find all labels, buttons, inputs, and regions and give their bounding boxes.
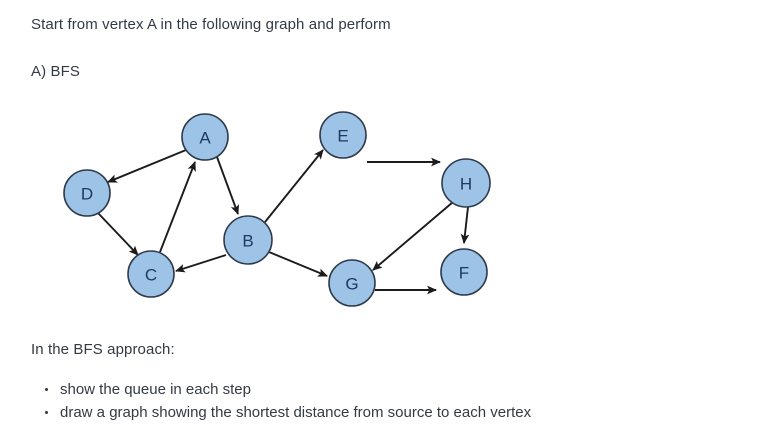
graph-node-C[interactable]: C: [127, 250, 175, 298]
node-circle-A[interactable]: [181, 113, 229, 161]
task-bullet-list: show the queue in each step draw a graph…: [31, 378, 531, 424]
node-circle-H[interactable]: [441, 158, 491, 208]
list-item: draw a graph showing the shortest distan…: [44, 401, 531, 424]
edge-A-to-D: [107, 149, 187, 183]
edge-B-to-C: [175, 254, 227, 273]
edge-D-to-C: [97, 212, 139, 256]
edge-H-to-G: [372, 201, 454, 271]
node-label-E: E: [337, 127, 348, 146]
graph-node-F[interactable]: F: [440, 248, 488, 296]
node-circle-G[interactable]: [328, 259, 376, 307]
graph-node-D[interactable]: D: [63, 169, 111, 217]
node-label-G: G: [345, 275, 358, 294]
question-part-label: A) BFS: [31, 63, 80, 80]
graph-node-A[interactable]: A: [181, 113, 229, 161]
graph-nodes-group: A D C B E: [63, 111, 491, 307]
edge-A-to-B: [216, 156, 240, 215]
graph-node-H[interactable]: H: [441, 158, 491, 208]
node-circle-E[interactable]: [319, 111, 367, 159]
node-label-F: F: [459, 264, 469, 283]
node-label-A: A: [199, 129, 211, 148]
edge-H-to-F: [460, 206, 470, 244]
directed-graph-svg: A D C B E: [63, 111, 491, 307]
edge-C-to-A: [159, 161, 196, 253]
graph-node-G[interactable]: G: [328, 259, 376, 307]
graph-node-B[interactable]: B: [223, 215, 273, 265]
graph-node-E[interactable]: E: [319, 111, 367, 159]
list-item: show the queue in each step: [44, 378, 531, 401]
question-intro-text: Start from vertex A in the following gra…: [31, 16, 391, 33]
approach-heading: In the BFS approach:: [31, 341, 175, 358]
node-label-B: B: [242, 232, 253, 251]
node-circle-B[interactable]: [223, 215, 273, 265]
node-label-H: H: [460, 175, 472, 194]
node-circle-F[interactable]: [440, 248, 488, 296]
edge-B-to-E: [264, 149, 324, 223]
edge-B-to-G: [268, 251, 328, 277]
graph-edges-group: [97, 149, 470, 295]
node-circle-C[interactable]: [127, 250, 175, 298]
node-circle-D[interactable]: [63, 169, 111, 217]
node-label-C: C: [145, 266, 157, 285]
node-label-D: D: [81, 185, 93, 204]
graph-figure: A D C B E: [40, 100, 510, 320]
